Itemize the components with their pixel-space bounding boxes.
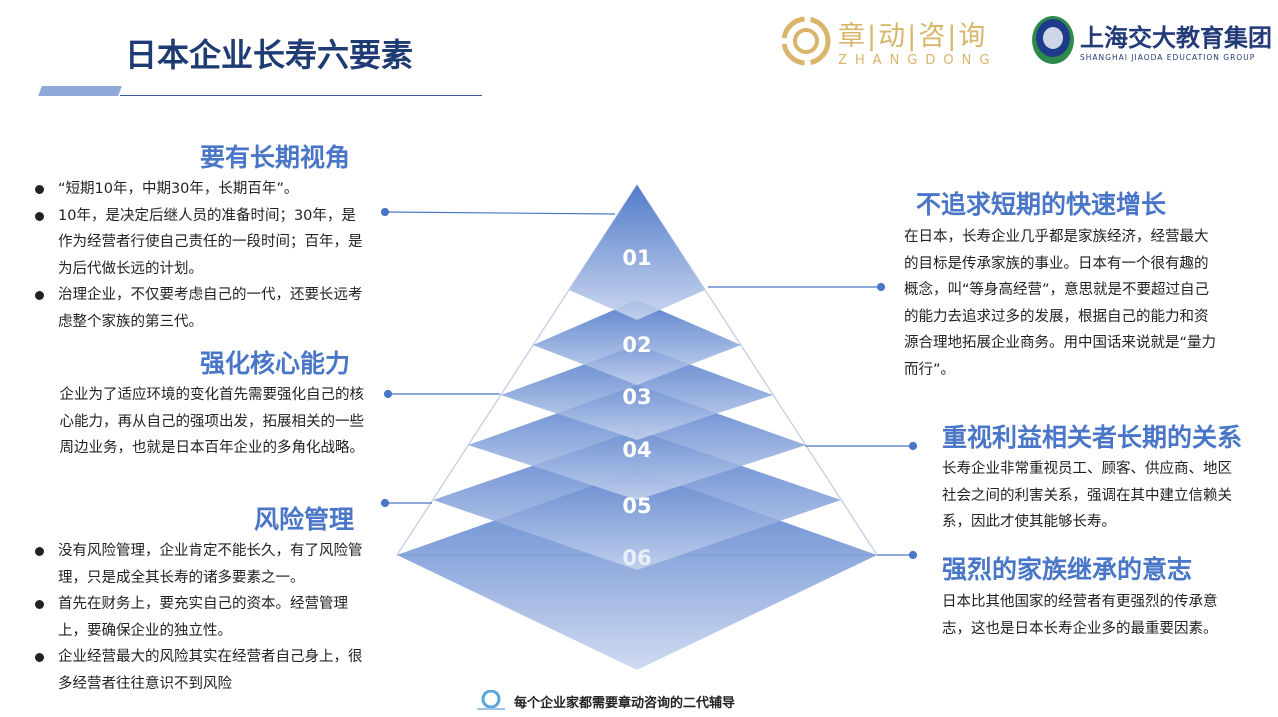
left-list-3: 没有风险管理，企业肯定不能长久，有了风险管理，只是成全其长寿的诸多要素之一。 首…	[35, 538, 370, 697]
right-heading-1: 不追求短期的快速增长	[916, 190, 1167, 219]
left-list-1: “短期10年，中期30年，长期百年”。 10年，是决定后继人员的准备时间；30年…	[35, 176, 365, 335]
left-heading-1: 要有长期视角	[200, 143, 351, 172]
tier-label-05: 05	[622, 494, 651, 518]
title-underline	[120, 95, 482, 96]
right-text-2: 长寿企业非常重视员工、顾客、供应商、地区社会之间的利害关系，强调在其中建立信赖关…	[942, 461, 1232, 530]
zhangdong-swirl-icon	[781, 16, 831, 66]
pyramid-tier-04	[468, 385, 806, 500]
connectors	[380, 207, 918, 560]
tier-label-01: 01	[622, 246, 651, 270]
pyramid-tier-01	[569, 185, 705, 320]
sjtu-emblem-icon	[1032, 16, 1074, 64]
footer-logo-icon	[477, 690, 505, 710]
list-item: 没有风险管理，企业肯定不能长久，有了风险管理，只是成全其长寿的诸多要素之一。	[35, 538, 370, 591]
list-item: 10年，是决定后继人员的准备时间；30年，是作为经营者行使自己责任的一段时间；百…	[35, 203, 365, 283]
list-item: 首先在财务上，要充实自己的资本。经营管理上，要确保企业的独立性。	[35, 591, 370, 644]
tier-label-03: 03	[622, 385, 651, 409]
left-heading-3: 风险管理	[254, 505, 355, 534]
right-heading-3: 强烈的家族继承的意志	[942, 555, 1193, 584]
right-text-3: 日本比其他国家的经营者有更强烈的传承意志，这也是日本长寿企业多的最重要因素。	[942, 594, 1218, 637]
sjtu-logo: 上海交大教育集团 SHANGHAI JIAODA EDUCATION GROUP	[1030, 14, 1272, 66]
left-heading-2: 强化核心能力	[200, 349, 351, 378]
right-text-1: 在日本，长寿企业几乎都是家族经济，经营最大的目标是传承家族的事业。日本有一个很有…	[904, 229, 1217, 378]
tier-label-06: 06	[622, 546, 651, 570]
zhangdong-logo: 章|动|咨|询 ZHANGDONG	[780, 14, 997, 68]
right-heading-2: 重视利益相关者长期的关系	[942, 423, 1243, 452]
footer: 每个企业家都需要章动咨询的二代辅导	[474, 690, 735, 712]
tier-label-02: 02	[622, 333, 651, 357]
left-text-2: 企业为了适应环境的变化首先需要强化自己的核心能力，再从自己的强项出发，拓展相关的…	[59, 387, 365, 456]
pyramid-tier-02	[533, 300, 741, 385]
pyramid-tier-03	[501, 345, 773, 440]
page-title: 日本企业长寿六要素	[125, 36, 414, 74]
list-item: “短期10年，中期30年，长期百年”。	[35, 176, 365, 203]
list-item: 企业经营最大的风险其实在经营者自己身上，很多经营者往往意识不到风险	[35, 644, 370, 697]
tier-label-04: 04	[622, 438, 651, 462]
list-item: 治理企业，不仅要考虑自己的一代，还要长远考虑整个家族的第三代。	[35, 282, 365, 335]
